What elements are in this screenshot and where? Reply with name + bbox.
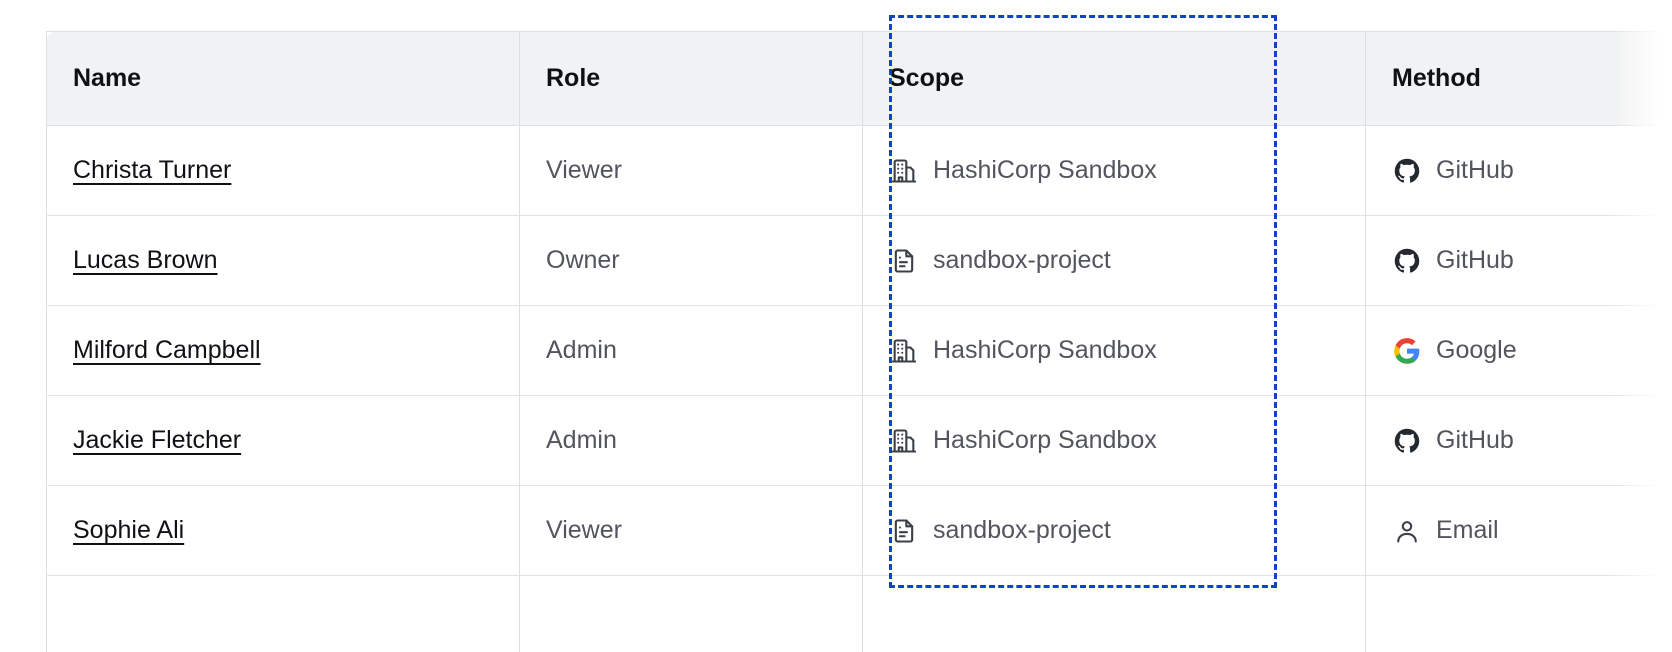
cell-role: Admin <box>519 395 863 486</box>
scope-label: sandbox-project <box>933 246 1111 274</box>
method-label: GitHub <box>1436 246 1514 274</box>
scope-label: HashiCorp Sandbox <box>933 426 1157 454</box>
members-table: Name Role Scope Method Christa Turner Vi… <box>46 31 1672 652</box>
project-document-icon <box>889 516 919 546</box>
cell-scope <box>862 575 1366 652</box>
table-row: Milford Campbell Admin <box>46 305 1672 396</box>
table-row: Lucas Brown Owner <box>46 215 1672 306</box>
table-row: Sophie Ali Viewer <box>46 485 1672 576</box>
organization-building-icon <box>889 426 919 456</box>
member-name-link[interactable]: Sophie Ali <box>73 516 185 544</box>
member-name-link[interactable]: Jackie Fletcher <box>73 426 242 454</box>
cell-role <box>519 575 863 652</box>
cell-method: Google <box>1365 305 1672 396</box>
cell-scope: sandbox-project <box>862 215 1366 306</box>
scope-label: HashiCorp Sandbox <box>933 156 1157 184</box>
cell-name: Jackie Fletcher <box>46 395 520 486</box>
table-row: Jackie Fletcher Admin <box>46 395 1672 486</box>
cell-role: Admin <box>519 305 863 396</box>
table-header: Name Role Scope Method <box>46 31 1672 126</box>
cell-method: GitHub <box>1365 215 1672 306</box>
cell-role: Owner <box>519 215 863 306</box>
user-person-icon <box>1392 516 1422 546</box>
member-name-link[interactable]: Lucas Brown <box>73 246 218 274</box>
cell-name: Lucas Brown <box>46 215 520 306</box>
github-icon <box>1392 246 1422 276</box>
method-label: GitHub <box>1436 426 1514 454</box>
column-header-method[interactable]: Method <box>1365 31 1672 126</box>
organization-building-icon <box>889 336 919 366</box>
cell-name: Milford Campbell <box>46 305 520 396</box>
table-row <box>46 575 1672 652</box>
cell-method <box>1365 575 1672 652</box>
github-icon <box>1392 426 1422 456</box>
members-table-scroll-container[interactable]: Name Role Scope Method Christa Turner Vi… <box>46 31 1672 652</box>
method-label: GitHub <box>1436 156 1514 184</box>
cell-name: Sophie Ali <box>46 485 520 576</box>
cell-method: GitHub <box>1365 125 1672 216</box>
google-icon <box>1392 336 1422 366</box>
scope-label: sandbox-project <box>933 516 1111 544</box>
cell-name: Christa Turner <box>46 125 520 216</box>
cell-role: Viewer <box>519 485 863 576</box>
project-document-icon <box>889 246 919 276</box>
cell-scope: HashiCorp Sandbox <box>862 125 1366 216</box>
cell-scope: HashiCorp Sandbox <box>862 305 1366 396</box>
cell-method: GitHub <box>1365 395 1672 486</box>
organization-building-icon <box>889 156 919 186</box>
member-name-link[interactable]: Milford Campbell <box>73 336 261 364</box>
cell-method: Email <box>1365 485 1672 576</box>
scope-label: HashiCorp Sandbox <box>933 336 1157 364</box>
cell-name <box>46 575 520 652</box>
member-name-link[interactable]: Christa Turner <box>73 156 232 184</box>
github-icon <box>1392 156 1422 186</box>
cell-role: Viewer <box>519 125 863 216</box>
table-row: Christa Turner Viewer <box>46 125 1672 216</box>
column-header-scope[interactable]: Scope <box>862 31 1366 126</box>
method-label: Email <box>1436 516 1499 544</box>
cell-scope: sandbox-project <box>862 485 1366 576</box>
column-header-name[interactable]: Name <box>46 31 520 126</box>
column-header-role[interactable]: Role <box>519 31 863 126</box>
method-label: Google <box>1436 336 1517 364</box>
cell-scope: HashiCorp Sandbox <box>862 395 1366 486</box>
table-body: Christa Turner Viewer <box>46 125 1672 652</box>
table-header-row: Name Role Scope Method <box>46 31 1672 126</box>
